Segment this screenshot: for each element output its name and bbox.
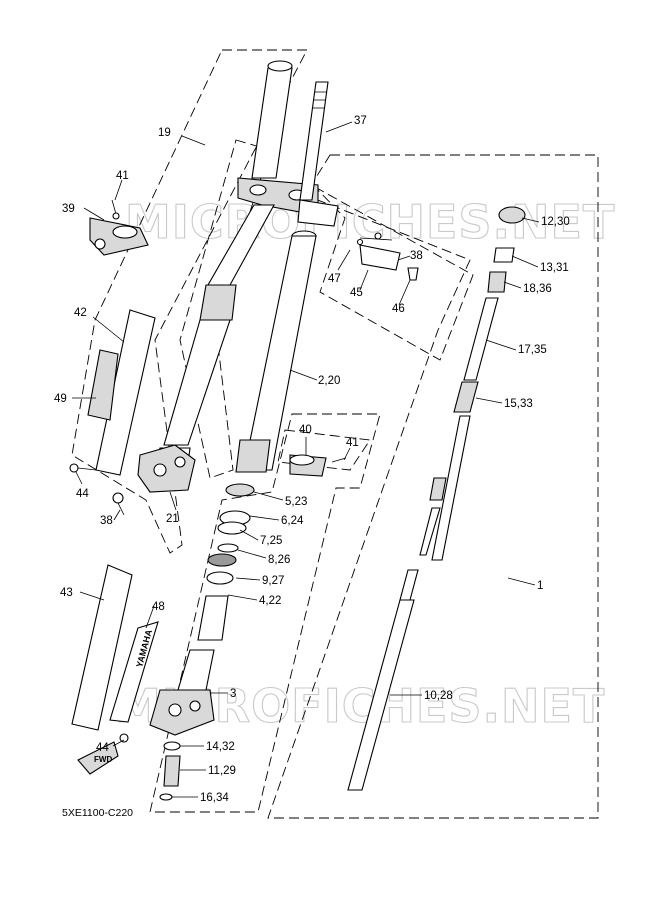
guard-bracket-parts <box>297 199 419 281</box>
callout-44b: 44 <box>96 742 109 754</box>
callout-43: 43 <box>60 587 73 599</box>
callout-46: 46 <box>392 303 405 315</box>
clamp-39 <box>89 199 149 256</box>
callout-3: 3 <box>230 688 236 700</box>
callout-1: 1 <box>537 580 543 592</box>
callout-48: 48 <box>152 601 165 613</box>
group-outline-lower-leg <box>149 413 381 813</box>
drawing-code: 5XE1100-C220 <box>62 807 133 819</box>
callout-49: 49 <box>54 393 67 405</box>
seal-stack <box>197 483 255 641</box>
callout-16-34: 16,34 <box>200 792 229 804</box>
callout-6-24: 6,24 <box>281 515 304 527</box>
callout-41: 41 <box>116 170 129 182</box>
callout-18-36: 18,36 <box>523 283 552 295</box>
leader-lines <box>72 121 540 798</box>
steering-stem <box>299 81 329 201</box>
callout-45: 45 <box>350 287 363 299</box>
watermark-top: MICROFICHES.NET <box>125 195 615 249</box>
bottom-valve-parts <box>159 741 181 801</box>
callout-21: 21 <box>166 513 179 525</box>
outer-leg <box>149 649 215 736</box>
group-outline-small-clamp <box>277 429 371 471</box>
callout-42: 42 <box>74 307 87 319</box>
callout-5-23: 5,23 <box>285 496 307 508</box>
callout-40: 40 <box>299 424 312 436</box>
callout-11-29: 11,29 <box>208 765 236 777</box>
callout-39: 39 <box>62 203 75 215</box>
callout-37: 37 <box>354 115 367 127</box>
callout-41b: 41 <box>346 437 359 449</box>
callout-38b: 38 <box>100 515 113 527</box>
group-outline-guard-bracket <box>314 186 474 361</box>
callout-8-26: 8,26 <box>268 554 290 566</box>
callout-13-31: 13,31 <box>540 262 569 274</box>
fwd-badge: FWD <box>77 741 119 775</box>
callout-7-25: 7,25 <box>260 535 282 547</box>
callout-38: 38 <box>410 250 423 262</box>
callout-labels: 19 37 41 39 12,30 38 47 45 46 13,31 18,3… <box>54 115 570 804</box>
callout-2-20: 2,20 <box>318 375 340 387</box>
callout-12-30: 12,30 <box>541 216 570 228</box>
callout-17-35: 17,35 <box>518 344 547 356</box>
callout-9-27: 9,27 <box>262 575 284 587</box>
fork-guard-upper <box>69 309 156 516</box>
callout-44: 44 <box>76 488 89 500</box>
callout-4-22: 4,22 <box>259 595 281 607</box>
inner-fork-tube <box>235 230 317 473</box>
axle-clamp-40 <box>289 454 347 477</box>
fwd-badge-label: FWD <box>94 755 112 764</box>
callout-14-32: 14,32 <box>206 741 235 753</box>
group-outline-left-fork <box>71 49 308 554</box>
callout-47: 47 <box>328 273 341 285</box>
callout-10-28: 10,28 <box>424 690 453 702</box>
callout-15-33: 15,33 <box>504 398 533 410</box>
callout-19: 19 <box>158 127 171 139</box>
damper-cartridge <box>347 206 526 791</box>
fork-guard-lower: YAMAHA <box>71 564 159 743</box>
